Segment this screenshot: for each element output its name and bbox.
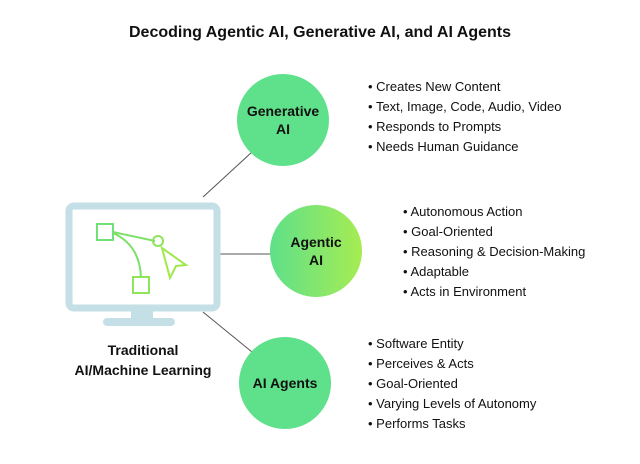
list-item: Text, Image, Code, Audio, Video [368, 97, 562, 117]
traditional-line2: AI/Machine Learning [74, 362, 212, 378]
list-item: Goal-Oriented [403, 222, 585, 242]
list-item: Goal-Oriented [368, 374, 536, 394]
list-item: Needs Human Guidance [368, 137, 561, 157]
node-label: AI Agents [252, 375, 318, 391]
list-item: Autonomous Action [403, 202, 585, 222]
monitor-icon [65, 202, 221, 326]
node-label: AI [276, 121, 290, 137]
node-label: Generative [246, 103, 320, 119]
list-item: Performs Tasks [368, 414, 536, 434]
list-item: Adaptable [403, 262, 585, 282]
bezier-pen-icon [96, 223, 189, 294]
node-label: Agentic [290, 234, 342, 250]
list-item: Responds to Prompts [368, 117, 561, 137]
ai-agents-node: AI Agents [239, 337, 331, 429]
agentic-ai-bullets: Autonomous Action Goal-Oriented Reasonin… [403, 202, 585, 302]
traditional-ai-label: Traditional AI/Machine Learning [68, 340, 218, 380]
list-item: Perceives & Acts [368, 354, 536, 374]
node-label: AI [309, 252, 323, 268]
diagram-title: Decoding Agentic AI, Generative AI, and … [129, 24, 511, 41]
traditional-line1: Traditional [107, 342, 179, 358]
list-item: Creates New Content [368, 77, 561, 97]
list-item: Acts in Environment [403, 282, 585, 302]
list-item: Software Entity [368, 334, 536, 354]
generative-ai-bullets: Creates New Content Text, Image, Code, A… [368, 77, 562, 157]
list-item: Varying Levels of Autonomy [368, 394, 536, 414]
ai-agents-bullets: Software Entity Perceives & Acts Goal-Or… [368, 334, 536, 434]
list-item: Reasoning & Decision-Making [403, 242, 585, 262]
